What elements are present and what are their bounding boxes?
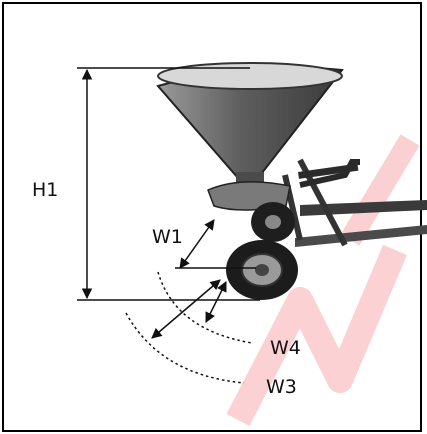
w4-dimension-line <box>205 281 227 323</box>
w4-arc <box>157 271 253 344</box>
hopper-rim <box>157 62 343 90</box>
w1-dimension-line <box>179 219 215 269</box>
h1-label: H1 <box>32 179 58 201</box>
top-link <box>298 163 359 179</box>
w3-label: W3 <box>266 376 297 398</box>
main-wheel-hub <box>255 264 269 276</box>
w3-arc <box>125 312 245 384</box>
w1-label: W1 <box>152 226 183 248</box>
spreader-machine <box>156 62 427 300</box>
dimensions <box>77 67 260 384</box>
watermark <box>226 134 420 426</box>
w3-dimension-line <box>151 279 221 339</box>
rear-wheel-hub <box>265 215 281 229</box>
tow-arm-upper <box>300 200 427 216</box>
tow-arm-lower <box>295 225 427 247</box>
w4-label: W4 <box>270 337 301 359</box>
watermark-stroke <box>340 134 420 246</box>
watermark-stroke <box>226 244 407 426</box>
